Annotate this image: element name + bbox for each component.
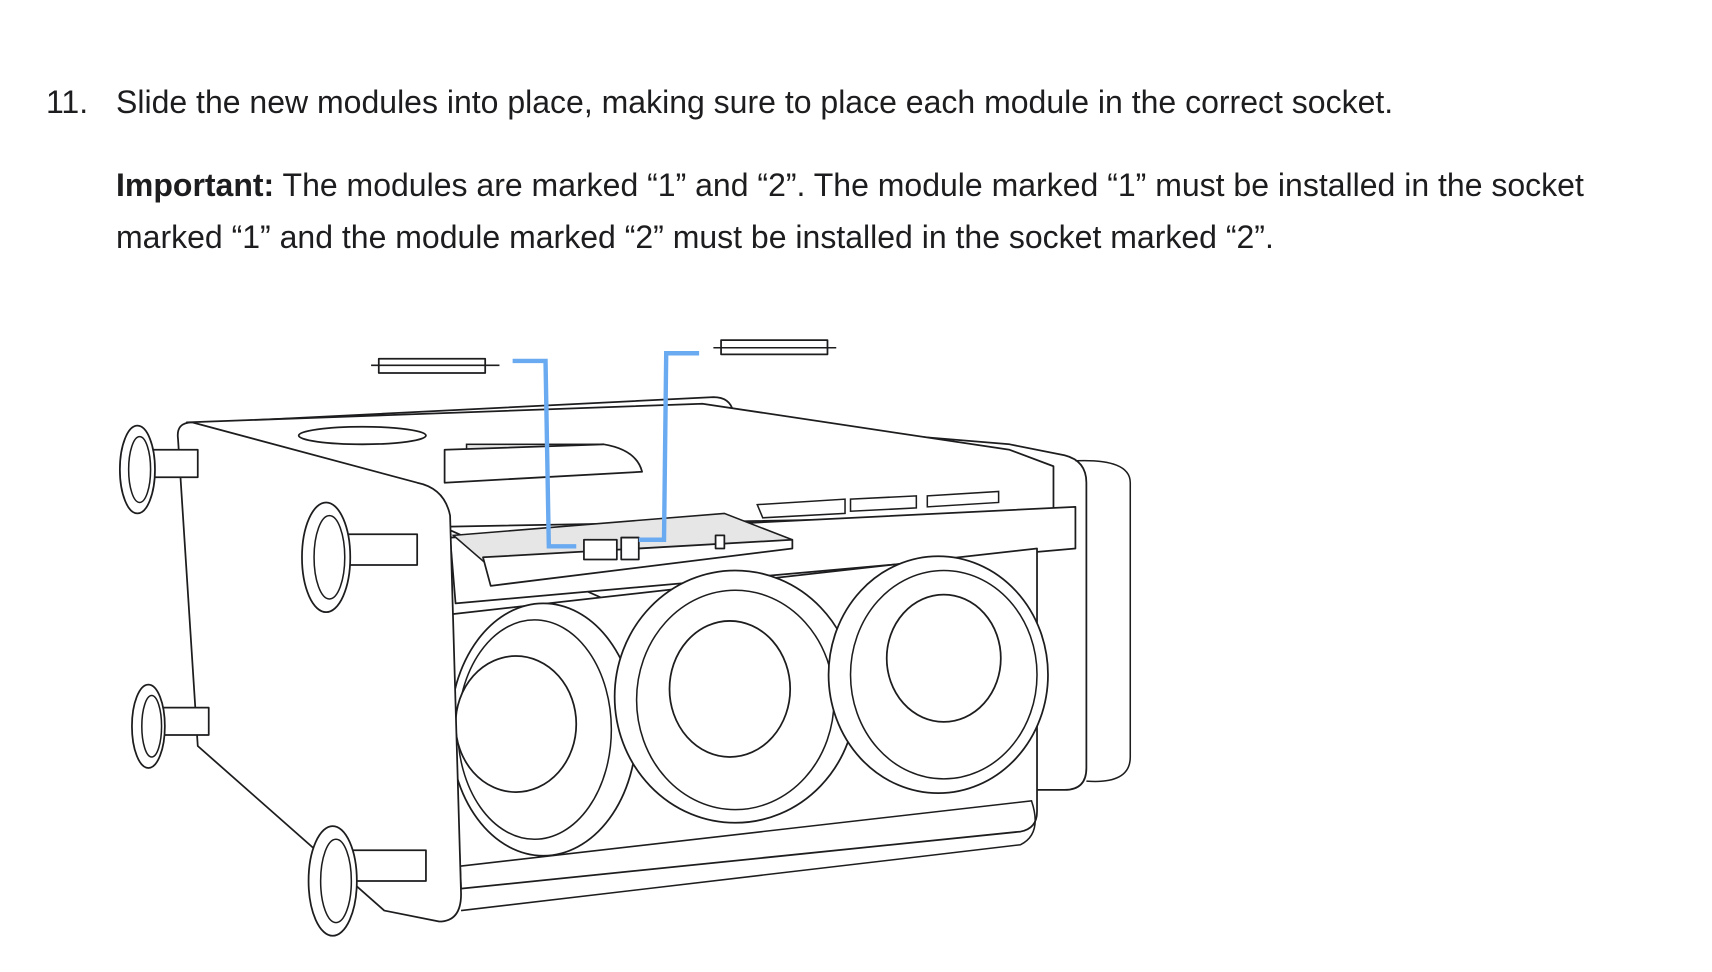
fan-2	[613, 569, 857, 824]
important-label: Important:	[116, 167, 275, 203]
important-text: The modules are marked “1” and “2”. The …	[116, 167, 1584, 255]
memory-module-1	[371, 357, 500, 374]
important-note: Important: The modules are marked “1” an…	[116, 159, 1656, 263]
memory-module-2	[713, 339, 837, 356]
fan-3	[827, 555, 1049, 795]
step-number: 11.	[46, 84, 89, 120]
insert-arrow-1	[512, 358, 577, 549]
insert-arrow-2	[638, 351, 700, 542]
fan-1	[449, 602, 638, 857]
step-text: Slide the new modules into place, making…	[116, 84, 1394, 120]
feet	[118, 424, 427, 937]
